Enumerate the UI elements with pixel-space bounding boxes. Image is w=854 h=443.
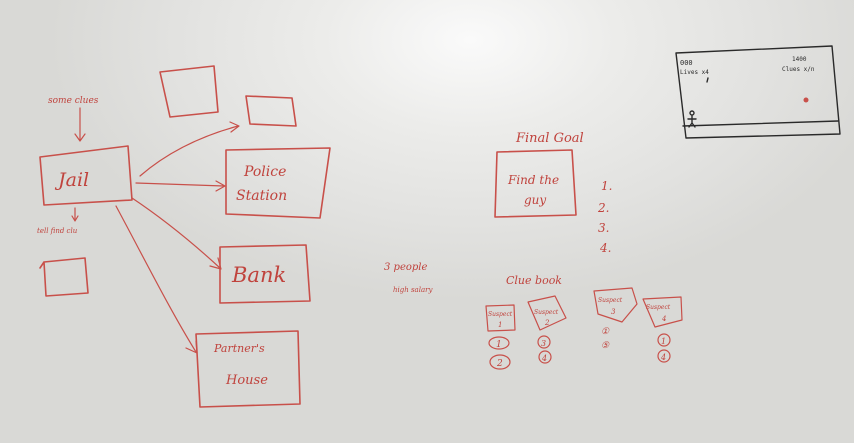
partners-house-label-line1: Partner's <box>213 342 265 355</box>
suspect-4-clue-circle-2 <box>657 349 671 363</box>
find-the-guy-line1: Find the <box>507 173 559 187</box>
suspect-3-label: Suspect <box>598 297 623 304</box>
goal-list-1: 1. <box>601 179 612 193</box>
suspect-3-box <box>593 287 638 323</box>
bank-box <box>219 244 311 304</box>
suspect-1-number: 1 <box>498 321 502 329</box>
suspect-4-clue-circle-1 <box>657 333 671 347</box>
game-clue-dot <box>803 97 809 103</box>
suspect-1-label: Suspect <box>488 311 513 318</box>
bank-label: Bank <box>231 263 286 287</box>
arrow-to-top-box <box>139 121 240 177</box>
suspect-3-clue-2: ⑤ <box>601 341 610 351</box>
suspect-1-clue-circle-2 <box>489 354 511 370</box>
empty-box-left <box>39 257 89 297</box>
game-score: 1400 <box>792 56 807 63</box>
empty-box-top-right <box>245 95 297 127</box>
suspect-3-clue-1: ① <box>601 327 610 337</box>
game-player-head <box>689 110 695 116</box>
tell-find-clue-note: tell find clu <box>37 227 78 235</box>
suspect-3-number: 3 <box>611 308 616 316</box>
suspect-2-box <box>527 295 567 331</box>
final-goal-title: Final Goal <box>515 131 584 146</box>
partners-house-box <box>195 330 301 408</box>
suspect-1-clue-circle-1 <box>488 336 510 350</box>
suspect-1-clue-1: 1 <box>496 340 502 350</box>
suspect-4-number: 4 <box>661 315 666 323</box>
game-mark <box>706 77 709 83</box>
game-screen-frame <box>675 45 841 139</box>
find-the-guy-box <box>494 149 577 218</box>
game-lives-icons: 000 <box>680 59 693 67</box>
suspect-2-clue-1: 3 <box>541 339 546 348</box>
game-lives-label: Lives x4 <box>680 69 709 76</box>
jail-box <box>39 145 133 206</box>
suspect-1-box <box>485 304 516 332</box>
people-note-line2: high salary <box>393 286 433 294</box>
suspect-2-clue-2: 4 <box>541 354 547 363</box>
clue-book-title: Clue book <box>506 274 562 287</box>
suspect-2-clue-circle-1 <box>537 335 551 349</box>
goal-list-3: 3. <box>598 221 609 235</box>
game-screen-ground-line <box>682 120 839 127</box>
some-clues-label: some clues <box>48 96 99 106</box>
jail-label: Jail <box>54 169 89 191</box>
arrow-to-partners-house <box>115 205 198 354</box>
some-clues-arrow <box>74 107 86 142</box>
people-note-line1: 3 people <box>384 262 427 273</box>
arrow-to-police <box>135 180 226 192</box>
partners-house-label-line2: House <box>225 373 268 388</box>
find-the-guy-line2: guy <box>524 193 546 207</box>
police-station-box <box>225 147 331 219</box>
goal-list-4: 4. <box>599 241 611 255</box>
suspect-2-label: Suspect <box>534 309 559 316</box>
suspect-2-clue-circle-2 <box>538 350 552 364</box>
game-clues-label: Clues x/n <box>782 66 815 73</box>
suspect-1-clue-2: 2 <box>496 359 503 369</box>
game-player-stick-figure <box>687 115 697 128</box>
arrow-to-bank <box>131 197 222 270</box>
suspect-4-clue-2: 4 <box>660 353 666 362</box>
goal-list-2: 2. <box>597 201 609 215</box>
tell-arrow <box>71 207 79 222</box>
empty-box-top <box>159 65 219 118</box>
suspect-2-number: 2 <box>544 319 550 327</box>
police-station-label-line2: Station <box>236 188 287 204</box>
police-station-label-line1: Police <box>243 164 286 180</box>
suspect-4-label: Suspect <box>646 304 671 311</box>
suspect-4-box <box>642 296 683 328</box>
suspect-4-clue-1: 1 <box>661 337 666 346</box>
